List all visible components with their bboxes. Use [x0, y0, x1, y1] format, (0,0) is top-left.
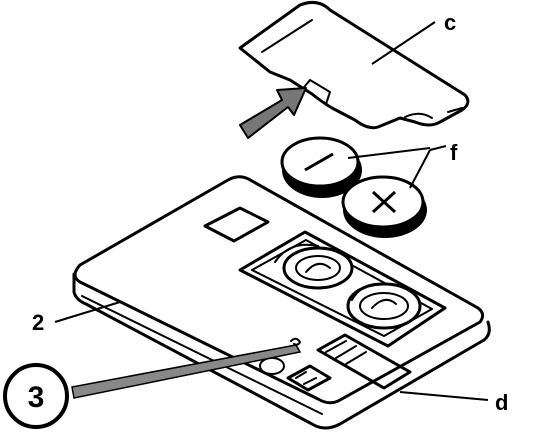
battery-minus [280, 136, 362, 198]
label-keycard: 2 [32, 310, 44, 335]
battery-plus [341, 175, 427, 238]
insert-arrow-icon [239, 87, 307, 139]
label-cover: c [444, 10, 456, 35]
leader-lines [54, 21, 489, 401]
callout-3: 3 [3, 363, 69, 429]
label-slot: d [495, 390, 508, 415]
label-release-ref: 3 [28, 381, 45, 414]
battery-cover [238, 0, 470, 130]
label-batteries: f [450, 140, 458, 165]
key-card [72, 175, 491, 430]
